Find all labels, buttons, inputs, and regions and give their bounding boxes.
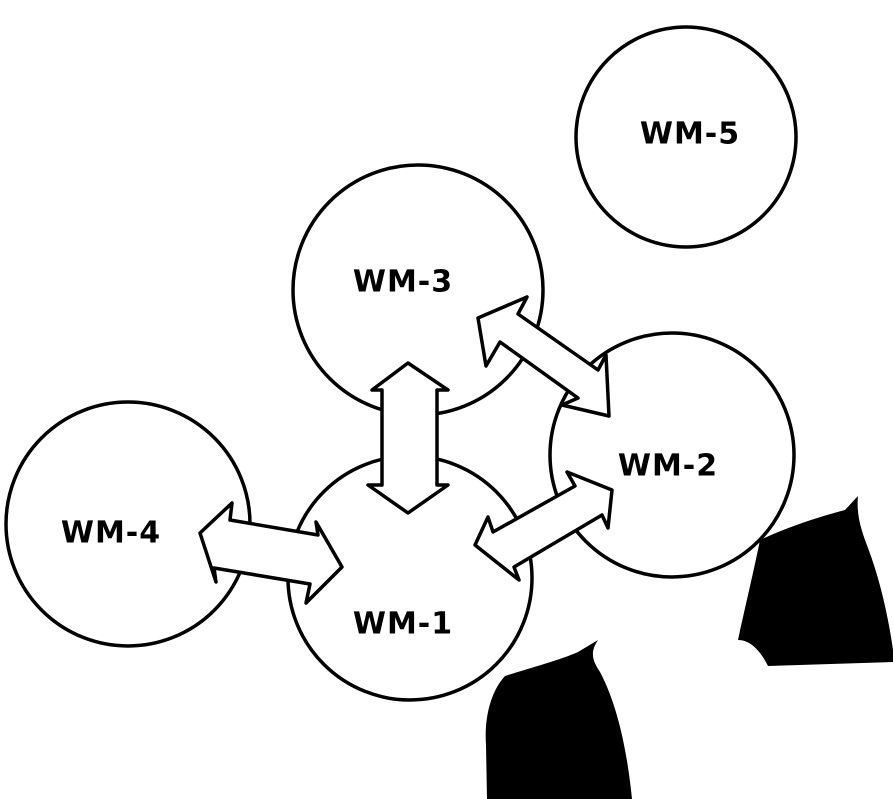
- link-wm3-wm2: [476, 295, 611, 418]
- node-wm-3-label: WM-3: [353, 265, 453, 300]
- link-wm1-wm4-arrow: [198, 501, 344, 605]
- node-wm-4-label: WM-4: [61, 516, 161, 551]
- link-wm1-wm2: [473, 470, 614, 582]
- link-wm1-wm3-arrow: [366, 361, 450, 515]
- observer-silhouette-right: [738, 496, 893, 666]
- node-wm-1-label: WM-1: [353, 607, 453, 642]
- node-wm-5-label: WM-5: [640, 117, 740, 152]
- node-wm-5-circle: [574, 25, 798, 249]
- node-wm-5: WM-5: [574, 25, 798, 249]
- node-wm-4: WM-4: [4, 400, 252, 648]
- link-wm1-wm2-arrow: [473, 470, 614, 582]
- observer-silhouette-left: [485, 640, 632, 799]
- link-wm1-wm4: [198, 501, 344, 605]
- link-wm3-wm2-arrow: [476, 295, 611, 418]
- node-wm-3: WM-3: [291, 163, 545, 417]
- node-wm-2-label: WM-2: [618, 449, 718, 484]
- link-wm1-wm3: [366, 361, 450, 515]
